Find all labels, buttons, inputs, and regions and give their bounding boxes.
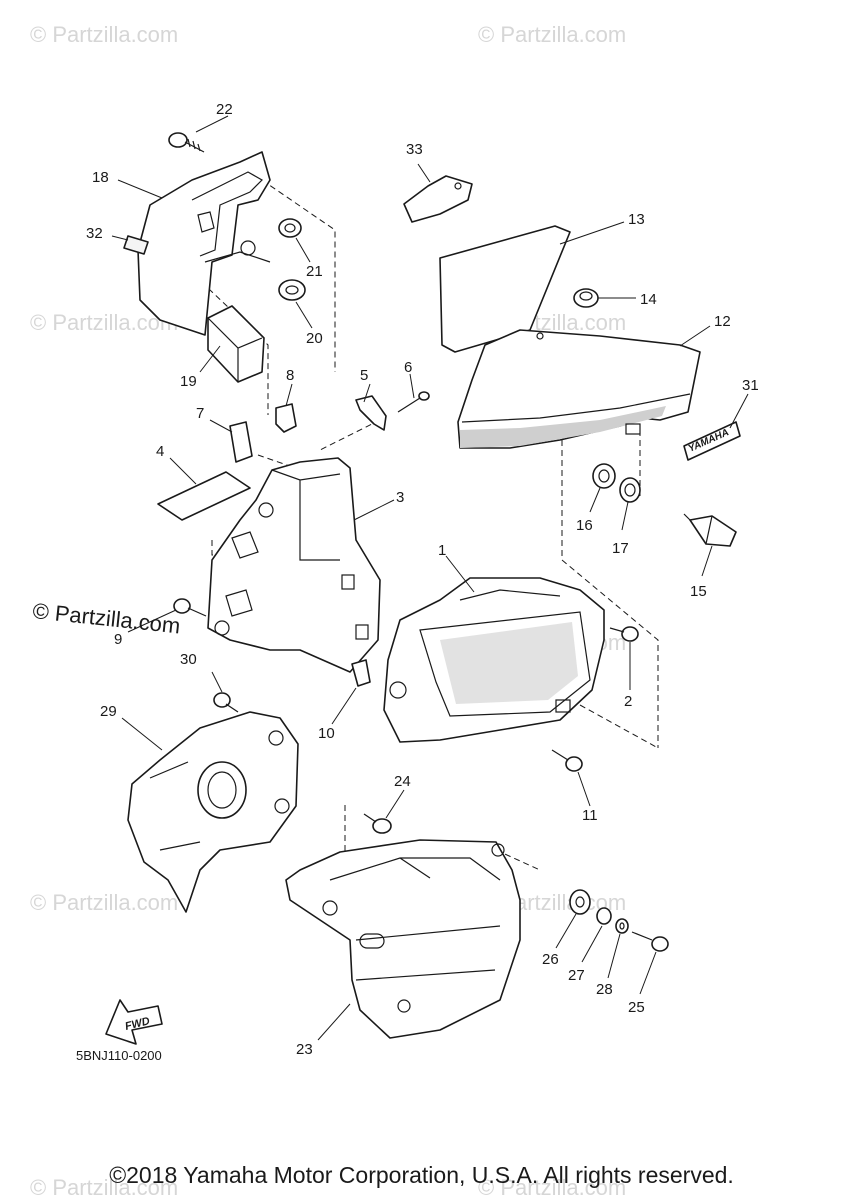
callout-3: 3 bbox=[396, 489, 404, 506]
part-2-bolt bbox=[609, 626, 639, 642]
copyright-notice: ©2018 Yamaha Motor Corporation, U.S.A. A… bbox=[109, 1162, 734, 1188]
part-31-emblem: YAMAHA bbox=[683, 421, 741, 461]
part-20-grommet bbox=[278, 279, 306, 301]
callout-13: 13 bbox=[628, 211, 645, 228]
part-27-collar bbox=[596, 907, 612, 925]
callout-27: 27 bbox=[568, 967, 585, 984]
fwd-arrow-icon: FWD bbox=[105, 999, 163, 1045]
part-12-cover bbox=[457, 329, 701, 449]
callout-9: 9 bbox=[114, 631, 122, 648]
part-32-label bbox=[123, 235, 149, 255]
callout-6: 6 bbox=[404, 359, 412, 376]
part-5-bracket bbox=[355, 395, 387, 431]
watermark: © Partzilla.com bbox=[478, 22, 626, 47]
part-19-foam-block bbox=[207, 305, 265, 383]
callout-22: 22 bbox=[216, 101, 233, 118]
part-4-pad bbox=[157, 471, 251, 521]
part-29-pulley-cover bbox=[127, 711, 299, 913]
part-6-bolt bbox=[397, 391, 430, 413]
callout-2: 2 bbox=[624, 693, 632, 710]
watermark: © Partzilla.com bbox=[30, 890, 178, 915]
callout-numbers: 22 18 32 33 13 21 14 20 12 19 5 6 8 31 7… bbox=[86, 101, 759, 1058]
part-25-bolt bbox=[631, 931, 669, 952]
part-14-grommet bbox=[573, 288, 599, 308]
part-7-pad bbox=[229, 421, 253, 463]
callout-30: 30 bbox=[180, 651, 197, 668]
part-33-clip bbox=[403, 175, 473, 223]
part-1-airbox bbox=[383, 577, 605, 743]
part-18-side-cover bbox=[137, 151, 271, 336]
watermark: © Partzilla.com bbox=[30, 1175, 178, 1200]
part-22-screw bbox=[168, 132, 205, 153]
callout-20: 20 bbox=[306, 330, 323, 347]
diagram-code: 5BNJ110-0200 bbox=[76, 1048, 162, 1063]
part-3-housing bbox=[207, 457, 381, 673]
callout-7: 7 bbox=[196, 405, 204, 422]
part-8-clip bbox=[275, 403, 297, 433]
part-24-bolt bbox=[363, 813, 392, 834]
callout-1: 1 bbox=[438, 542, 446, 559]
part-11-bolt bbox=[551, 749, 583, 772]
callout-21: 21 bbox=[306, 263, 323, 280]
part-15-sensor bbox=[683, 513, 737, 547]
callout-29: 29 bbox=[100, 703, 117, 720]
part-26-grommet bbox=[569, 889, 591, 915]
callout-16: 16 bbox=[576, 517, 593, 534]
callout-8: 8 bbox=[286, 367, 294, 384]
callout-10: 10 bbox=[318, 725, 335, 742]
callout-4: 4 bbox=[156, 443, 164, 460]
leader-lines bbox=[111, 115, 749, 1041]
callout-17: 17 bbox=[612, 540, 629, 557]
callout-19: 19 bbox=[180, 373, 197, 390]
callout-31: 31 bbox=[742, 377, 759, 394]
callout-11: 11 bbox=[582, 807, 598, 824]
part-16-nut bbox=[592, 463, 616, 489]
part-21-grommet bbox=[278, 218, 302, 238]
part-10-clip bbox=[351, 659, 371, 687]
callout-32: 32 bbox=[86, 225, 103, 242]
callout-18: 18 bbox=[92, 169, 109, 186]
callout-26: 26 bbox=[542, 951, 559, 968]
part-9-bolt bbox=[173, 598, 207, 617]
fwd-label: FWD bbox=[124, 1015, 151, 1033]
callout-14: 14 bbox=[640, 291, 657, 308]
part-23-crankcase-cover bbox=[285, 839, 521, 1039]
callout-24: 24 bbox=[394, 773, 411, 790]
callout-25: 25 bbox=[628, 999, 645, 1016]
callout-12: 12 bbox=[714, 313, 731, 330]
watermark: © Partzilla.com bbox=[30, 22, 178, 47]
callout-5: 5 bbox=[360, 367, 368, 384]
callout-23: 23 bbox=[296, 1041, 313, 1058]
part-17-grommet bbox=[619, 477, 641, 503]
part-30-bolt bbox=[213, 692, 239, 713]
callout-28: 28 bbox=[596, 981, 613, 998]
callout-15: 15 bbox=[690, 583, 707, 600]
watermark: © Partzilla.com bbox=[478, 1175, 626, 1200]
callout-33: 33 bbox=[406, 141, 423, 158]
part-28-washer bbox=[615, 918, 629, 934]
